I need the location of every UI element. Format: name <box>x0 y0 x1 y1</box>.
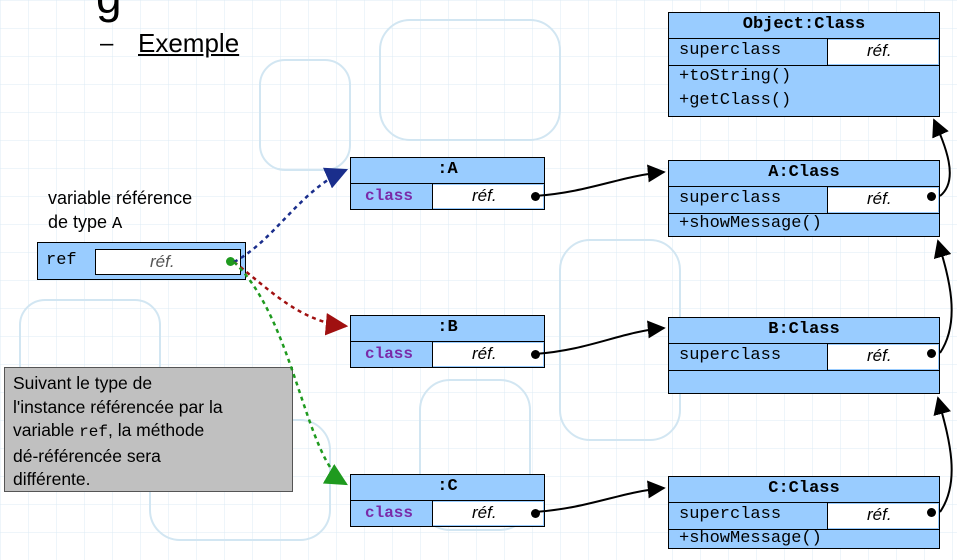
object-class-value: réf. <box>867 41 892 60</box>
instance-b-value-field <box>433 343 543 366</box>
variable-label-text: de type <box>48 212 113 232</box>
explanation-note: Suivant le type de l'instance référencée… <box>4 367 293 492</box>
subtitle-exemple: Exemple <box>138 28 240 58</box>
variable-label-line1: variable référence <box>48 188 193 208</box>
c-class-divider-2 <box>669 529 939 530</box>
object-class-field: superclass <box>679 41 782 60</box>
instance-a-pointer-dot <box>531 192 540 201</box>
instance-c-pointer-dot <box>531 509 540 518</box>
note-line3: variable ref, la méthode <box>13 419 284 445</box>
object-class-divider-2 <box>669 65 939 66</box>
instance-c-col-divider <box>432 500 433 526</box>
instance-c-title: :C <box>437 477 458 496</box>
a-class-box: A:Class superclass réf. +showMessage() <box>668 160 940 237</box>
ref-value: réf. <box>150 252 175 271</box>
c-class-method-showmessage: +showMessage() <box>679 529 822 548</box>
c-class-value: réf. <box>867 505 892 524</box>
a-class-value: réf. <box>867 189 892 208</box>
instance-a-box: :A class réf. <box>350 157 545 210</box>
c-class-field: superclass <box>679 505 782 524</box>
instance-c-field: class <box>365 504 414 522</box>
variable-label-line2: de type A <box>48 212 122 234</box>
object-class-method-getclass: +getClass() <box>679 91 792 110</box>
object-class-col-divider <box>827 38 828 65</box>
instance-b-divider <box>351 341 544 342</box>
b-class-divider-1 <box>669 343 939 344</box>
c-class-title: C:Class <box>768 479 840 498</box>
a-class-superclass-dot <box>927 192 936 201</box>
note-line4: dé-référencée sera <box>13 445 161 466</box>
instance-a-title: :A <box>437 160 458 179</box>
a-class-value-field <box>828 188 938 212</box>
ref-value-field <box>95 249 241 275</box>
note-line2: l'instance référencée par la <box>13 396 223 417</box>
instance-b-pointer-dot <box>531 350 540 359</box>
b-class-title: B:Class <box>768 320 840 339</box>
object-class-title: Object:Class <box>742 15 866 34</box>
object-class-method-tostring: +toString() <box>679 67 792 86</box>
c-class-value-field <box>828 504 938 528</box>
ref-variable-name: ref <box>46 251 77 270</box>
a-class-col-divider <box>827 186 828 213</box>
a-class-divider-1 <box>669 186 939 187</box>
ref-variable-box: ref réf. <box>37 242 246 280</box>
instance-c-value: réf. <box>472 503 497 522</box>
note-line5: différente. <box>13 469 91 489</box>
instance-a-col-divider <box>432 183 433 209</box>
instance-a-value: réf. <box>472 186 497 205</box>
note-line1: Suivant le type de <box>13 373 153 393</box>
a-class-field: superclass <box>679 189 782 208</box>
instance-b-field: class <box>365 345 414 363</box>
instance-a-field: class <box>365 187 414 205</box>
object-class-box: Object:Class superclass réf. +toString()… <box>668 12 940 117</box>
instance-a-divider <box>351 183 544 184</box>
instance-b-value: réf. <box>472 344 497 363</box>
instance-b-title: :B <box>437 318 458 337</box>
instance-b-col-divider <box>432 341 433 367</box>
object-class-divider-1 <box>669 38 939 39</box>
instance-c-divider <box>351 500 544 501</box>
note-line3-post: , la méthode <box>107 420 205 440</box>
b-class-value-field <box>828 345 938 369</box>
note-line3-pre: variable <box>13 420 80 440</box>
b-class-value: réf. <box>867 346 892 365</box>
b-class-col-divider <box>827 343 828 370</box>
a-class-method-showmessage: +showMessage() <box>679 214 822 233</box>
a-class-divider-2 <box>669 213 939 214</box>
object-class-value-field <box>828 40 938 64</box>
b-class-superclass-dot <box>927 349 936 358</box>
instance-a-value-field <box>433 185 543 208</box>
b-class-divider-2 <box>669 370 939 371</box>
slide-title-partial: g <box>96 0 122 24</box>
c-class-col-divider <box>827 502 828 529</box>
b-class-field: superclass <box>679 346 782 365</box>
note-line3-code: ref <box>79 423 108 441</box>
b-class-box: B:Class superclass réf. <box>668 317 940 394</box>
c-class-superclass-dot <box>927 508 936 517</box>
a-class-title: A:Class <box>768 163 840 182</box>
instance-b-box: :B class réf. <box>350 315 545 368</box>
instance-c-value-field <box>433 502 543 525</box>
ref-pointer-dot <box>226 257 235 266</box>
c-class-box: C:Class superclass réf. +showMessage() <box>668 476 940 549</box>
subtitle-dash: – <box>100 30 114 57</box>
c-class-divider-1 <box>669 502 939 503</box>
variable-label-type: A <box>112 215 123 234</box>
instance-c-box: :C class réf. <box>350 474 545 527</box>
